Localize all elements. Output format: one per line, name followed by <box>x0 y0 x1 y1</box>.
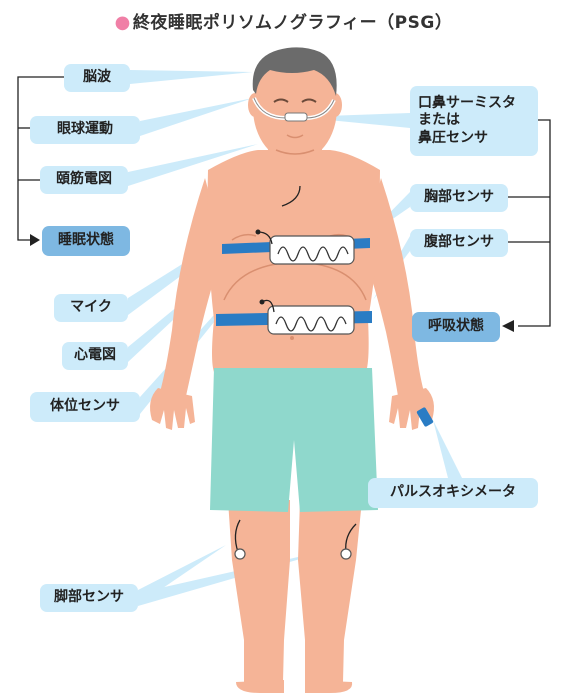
right-foot <box>305 680 352 693</box>
label-abdomen-sensor: 腹部センサ <box>410 229 508 257</box>
pointer-brain-waves <box>130 70 253 84</box>
chest-sensor-box <box>270 236 354 264</box>
arrow-sleep-state-icon <box>30 234 40 246</box>
arrow-respiratory-state-icon <box>502 320 514 332</box>
left-foot <box>236 680 284 693</box>
pointer-eye-movement <box>140 98 253 136</box>
human-figure <box>150 47 434 693</box>
label-brain-waves: 脳波 <box>64 64 130 92</box>
label-leg-sensor: 脚部センサ <box>40 584 138 612</box>
label-nasal-thermistor: 口鼻サーミスタ または 鼻圧センサ <box>410 86 538 156</box>
label-chin-emg: 頤筋電図 <box>40 166 128 194</box>
shorts <box>210 368 378 512</box>
label-microphone: マイク <box>54 294 128 322</box>
leg-sensor-left <box>235 549 245 559</box>
nasal-thermistor-line1: 口鼻サーミスタ <box>418 95 516 113</box>
label-ecg: 心電図 <box>62 342 128 370</box>
left-bracket <box>18 77 64 240</box>
abdomen-sensor-box <box>268 306 354 334</box>
label-respiratory-state: 呼吸状態 <box>412 312 500 342</box>
leg-sensor-right <box>341 549 351 559</box>
nasal-thermistor-line2: または <box>418 112 460 130</box>
label-chest-sensor: 胸部センサ <box>410 184 508 212</box>
label-pulse-oximeter: パルスオキシメータ <box>368 478 538 508</box>
label-eye-movement: 眼球運動 <box>30 116 140 144</box>
label-position-sensor: 体位センサ <box>30 392 140 422</box>
left-hand <box>150 388 195 430</box>
pointer-pulse-oximeter <box>433 420 462 478</box>
nasal-thermistor-line3: 鼻圧センサ <box>418 130 488 148</box>
label-sleep-state: 睡眠状態 <box>42 226 130 256</box>
